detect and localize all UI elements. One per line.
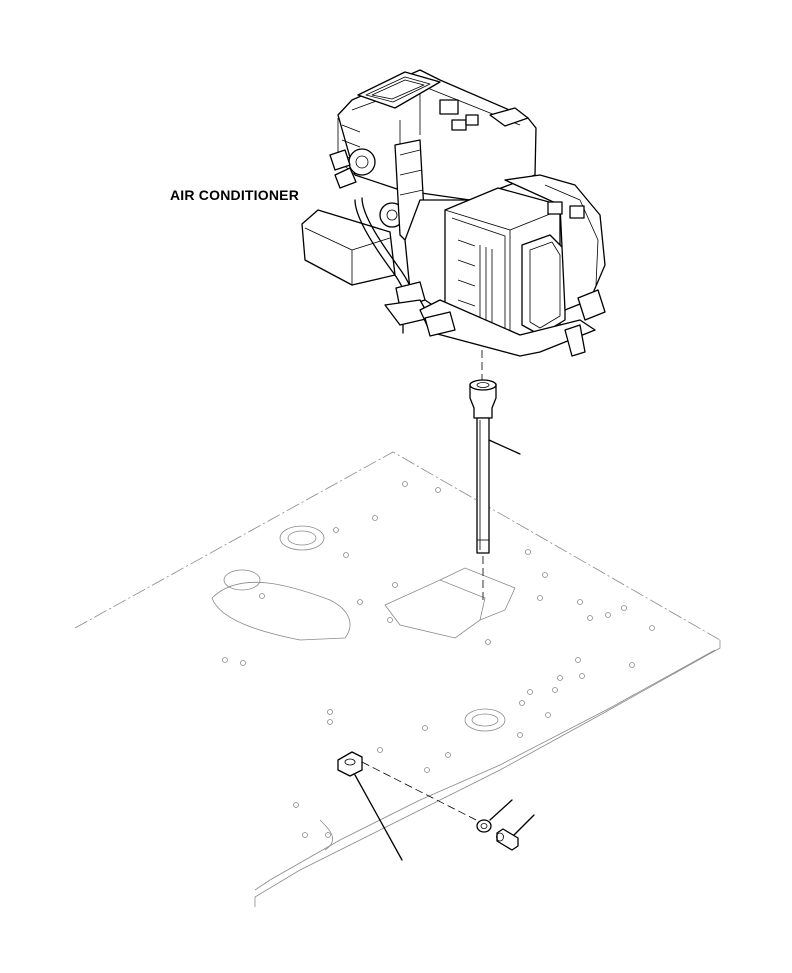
drain-tube <box>469 338 521 600</box>
bolt <box>496 814 535 851</box>
blower-grille <box>457 239 493 334</box>
plate-holes <box>222 481 655 838</box>
air-conditioner-unit <box>301 69 606 357</box>
air-conditioner-label: AIR CONDITIONER <box>170 187 299 203</box>
floor-plate <box>74 451 721 907</box>
nut <box>476 799 513 833</box>
bracket-and-bolts <box>337 751 535 861</box>
